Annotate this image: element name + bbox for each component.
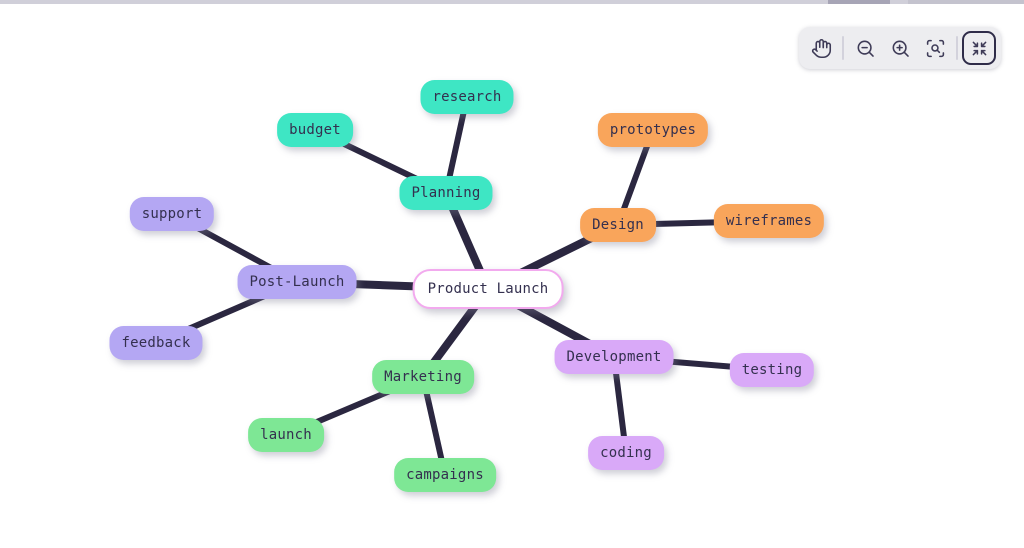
node-label: campaigns bbox=[406, 467, 484, 483]
toolbar-button-fit-view[interactable] bbox=[962, 31, 996, 65]
node-label: wireframes bbox=[725, 213, 813, 229]
node-label: research bbox=[432, 89, 502, 105]
mindmap-node-post-launch[interactable]: Post-Launch bbox=[237, 265, 357, 299]
node-label: support bbox=[141, 206, 203, 222]
node-label: coding bbox=[600, 445, 652, 461]
toolbar-button-zoom-in[interactable] bbox=[883, 31, 917, 65]
toolbar-button-pan[interactable] bbox=[804, 31, 838, 65]
controls-toolbar bbox=[799, 27, 1001, 69]
browser-chrome-strip bbox=[0, 0, 1024, 4]
node-label: Post-Launch bbox=[249, 274, 345, 290]
toolbar-separator bbox=[842, 36, 844, 60]
zoom-out-icon bbox=[855, 38, 876, 59]
mindmap-node-design[interactable]: Design bbox=[580, 208, 656, 242]
node-label: Planning bbox=[411, 185, 481, 201]
node-label: Marketing bbox=[384, 369, 462, 385]
mindmap-node-campaigns[interactable]: campaigns bbox=[394, 458, 496, 492]
mindmap-node-support[interactable]: support bbox=[129, 197, 215, 231]
mindmap-node-feedback[interactable]: feedback bbox=[109, 326, 203, 360]
fit-view-icon bbox=[969, 38, 990, 59]
mindmap-node-coding[interactable]: coding bbox=[588, 436, 664, 470]
mindmap-node-prototypes[interactable]: prototypes bbox=[597, 113, 709, 147]
toolbar-button-zoom-out[interactable] bbox=[848, 31, 882, 65]
node-label: Product Launch bbox=[427, 281, 549, 297]
zoom-in-icon bbox=[890, 38, 911, 59]
mindmap-node-development[interactable]: Development bbox=[554, 340, 674, 374]
toolbar-separator bbox=[956, 36, 958, 60]
mindmap-node-testing[interactable]: testing bbox=[729, 353, 815, 387]
mindmap-node-launch[interactable]: launch bbox=[248, 418, 324, 452]
node-label: Design bbox=[592, 217, 644, 233]
mindmap-node-marketing[interactable]: Marketing bbox=[372, 360, 474, 394]
browser-chrome-segment bbox=[828, 0, 890, 4]
node-label: prototypes bbox=[609, 122, 697, 138]
toolbar-button-zoom-selection[interactable] bbox=[918, 31, 952, 65]
node-label: launch bbox=[260, 427, 312, 443]
browser-chrome-segment bbox=[908, 0, 1024, 4]
mindmap-node-wireframes[interactable]: wireframes bbox=[713, 204, 825, 238]
mindmap-node-research[interactable]: research bbox=[420, 80, 514, 114]
mindmap-node-product-launch[interactable]: Product Launch bbox=[412, 269, 564, 309]
node-label: Development bbox=[566, 349, 662, 365]
hand-icon bbox=[811, 38, 832, 59]
mindmap-node-planning[interactable]: Planning bbox=[399, 176, 493, 210]
node-label: budget bbox=[289, 122, 341, 138]
scan-search-icon bbox=[925, 38, 946, 59]
mindmap-node-budget[interactable]: budget bbox=[277, 113, 353, 147]
node-label: testing bbox=[741, 362, 803, 378]
node-label: feedback bbox=[121, 335, 191, 351]
